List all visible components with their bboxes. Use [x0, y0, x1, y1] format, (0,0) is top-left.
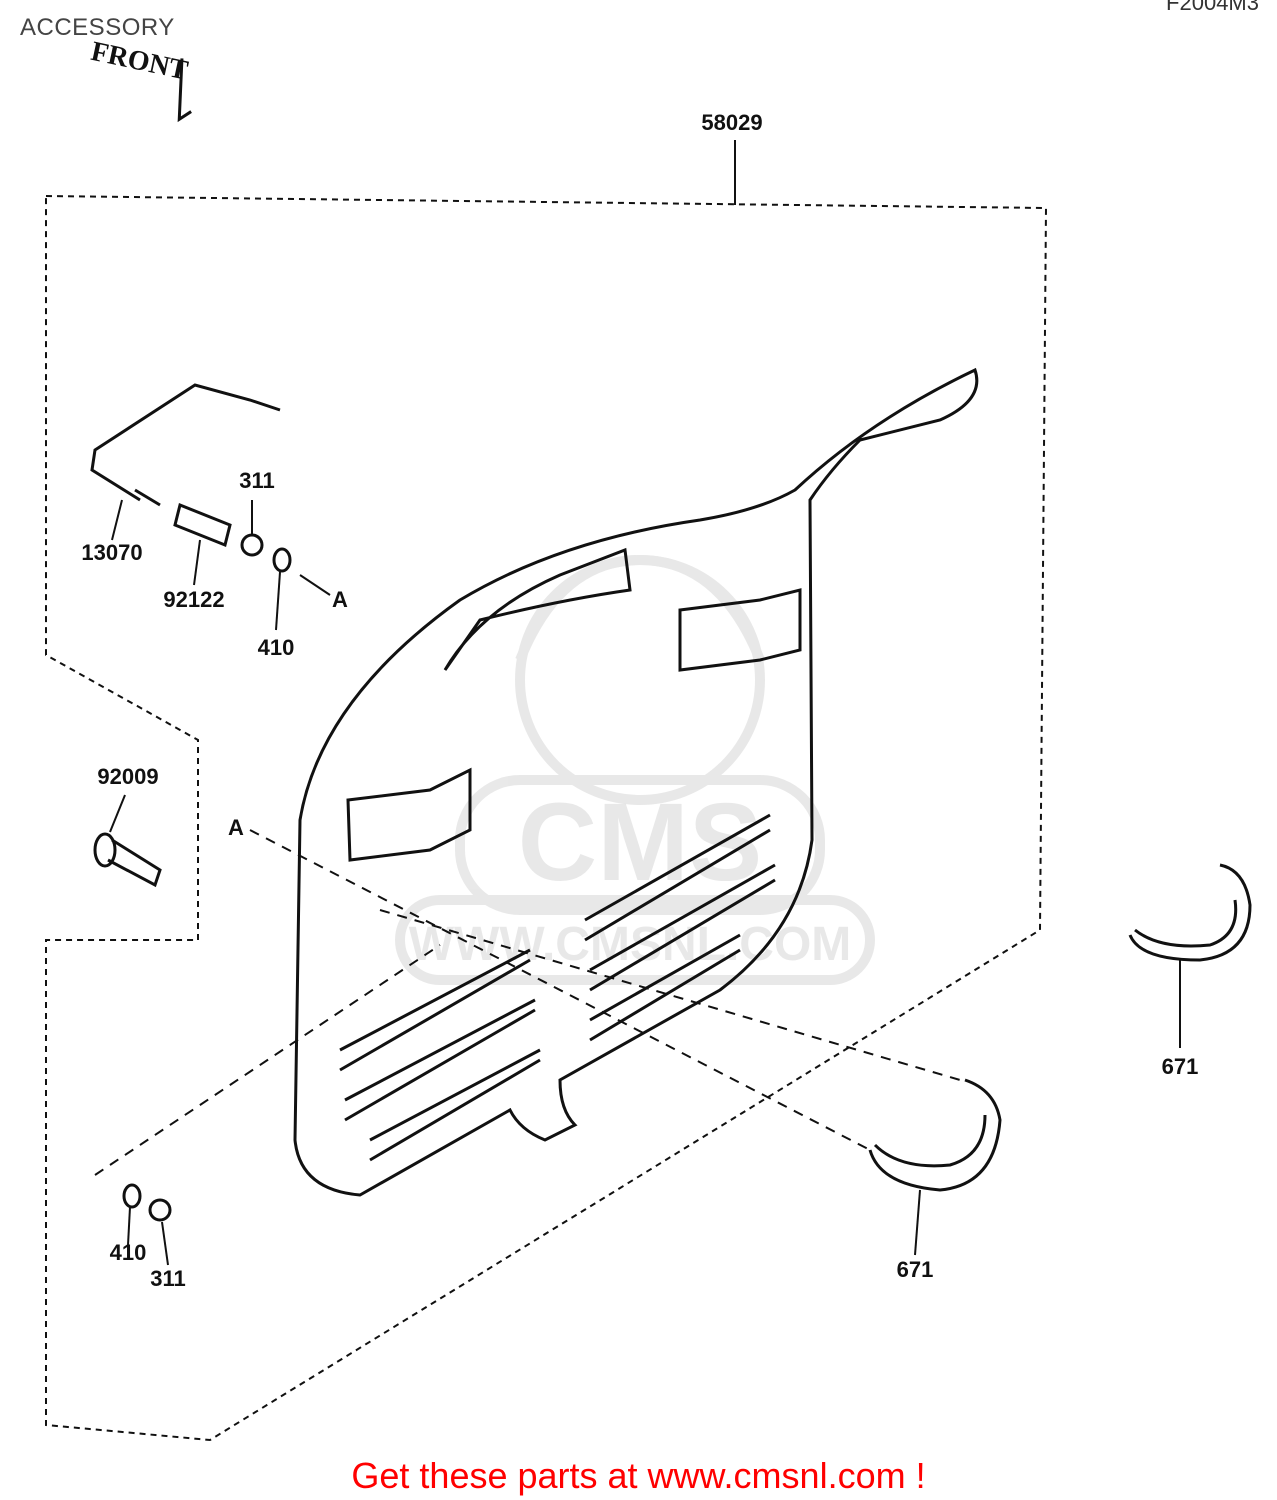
- label-311-upper: 311: [239, 468, 275, 493]
- rod-13070: [90, 383, 281, 507]
- label-410-upper: 410: [258, 635, 295, 660]
- front-arrow-icon: FRONT: [88, 36, 192, 123]
- label-410-lower: 410: [110, 1240, 147, 1265]
- label-311-lower: 311: [150, 1266, 186, 1291]
- guard-671-right: [1128, 863, 1252, 962]
- washer-311-lower: [148, 1198, 172, 1222]
- label-58029: 58029: [701, 110, 762, 135]
- reference-lines: [94, 829, 961, 1176]
- washer-311-upper: [240, 533, 264, 557]
- label-92122: 92122: [163, 587, 224, 612]
- watermark-brand: CMS: [518, 781, 762, 904]
- label-671-right: 671: [1162, 1054, 1199, 1079]
- watermark-url: WWW.CMSNL.COM: [409, 918, 852, 971]
- nut-410-lower: [122, 1183, 142, 1209]
- nut-410-upper: [272, 547, 292, 573]
- ref-mark-a-lower: A: [228, 815, 244, 840]
- footer-link[interactable]: Get these parts at www.cmsnl.com !: [351, 1455, 926, 1496]
- leader-lines: [109, 140, 1181, 1266]
- guard-671-center: [868, 1078, 1002, 1192]
- watermark-logo: [395, 554, 875, 985]
- panel-58029: [293, 367, 979, 1197]
- label-671-center: 671: [897, 1257, 934, 1282]
- label-13070: 13070: [81, 540, 142, 565]
- diagram-title: ACCESSORY: [20, 14, 175, 41]
- front-label: FRONT: [88, 36, 191, 87]
- bolt-92009: [93, 832, 162, 888]
- diagram-code: F2004M3: [1166, 0, 1259, 15]
- ref-mark-a-upper: A: [332, 587, 348, 612]
- collar-92122: [173, 502, 232, 548]
- label-92009: 92009: [97, 764, 158, 789]
